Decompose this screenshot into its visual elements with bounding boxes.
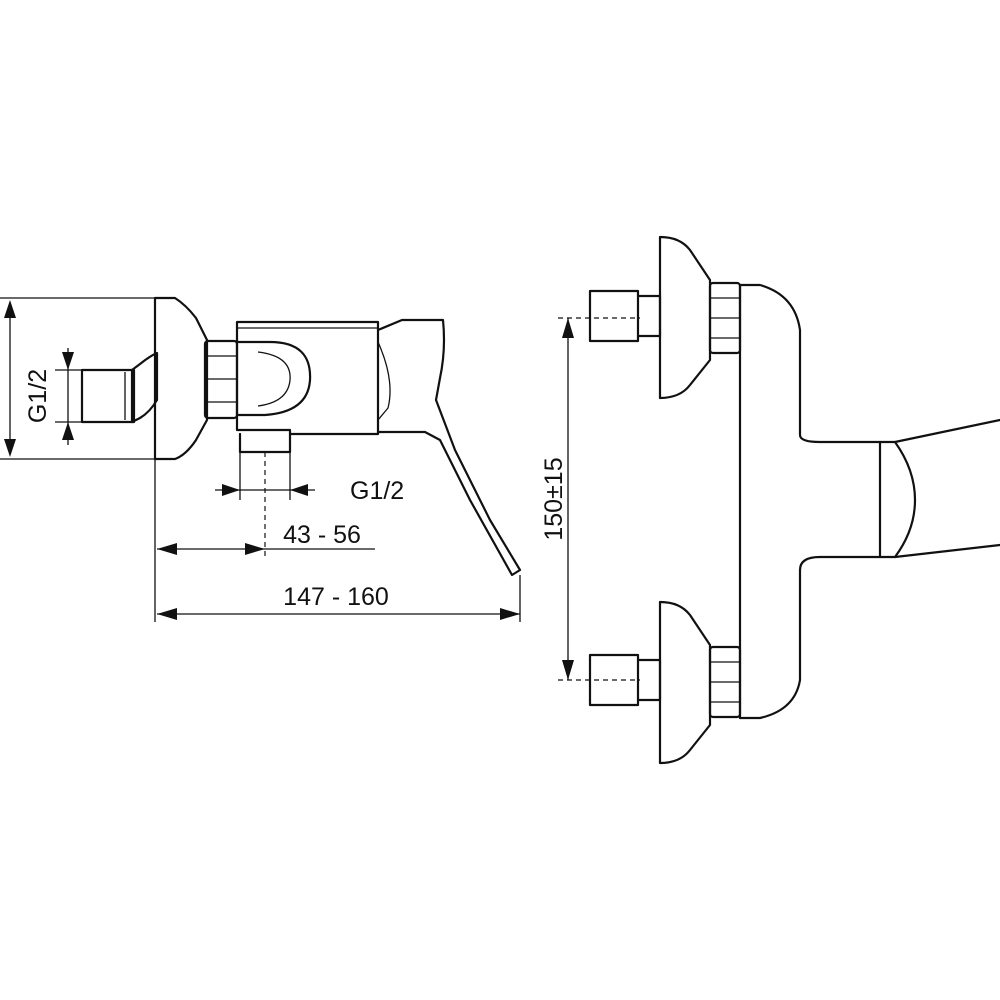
inlet-arrow-bottom (62, 422, 74, 440)
spacing-arrow-top (562, 318, 574, 338)
escutcheon (153, 296, 209, 461)
outlet-nipple (238, 432, 292, 454)
spacing-arrow-bottom (562, 660, 574, 680)
overall-depth-label: 147 - 160 (283, 583, 389, 611)
outlet-arrow-right (290, 484, 308, 496)
offset-arrow-right (245, 543, 265, 555)
s-union (130, 351, 159, 424)
upper-inlet-pipe (588, 289, 640, 343)
lever-top (893, 418, 1000, 559)
lower-s-union (636, 658, 662, 702)
depth-arrow-right (500, 608, 520, 620)
handle-cap (878, 440, 917, 559)
inlet-spacing-label: 150±15 (540, 457, 568, 540)
arrow-down (4, 439, 16, 457)
outlet-offset-label: 43 - 56 (283, 521, 361, 549)
cartridge-cap (235, 340, 312, 417)
upper-escutcheon (658, 235, 712, 400)
offset-arrow-left (157, 543, 177, 555)
lever-handle (376, 318, 522, 577)
inlet-arrow-top (62, 352, 74, 370)
lower-escutcheon (658, 600, 712, 765)
outlet-thread-label: G1/2 (350, 477, 404, 505)
mixer-body (235, 320, 380, 436)
cartridge-cap-inner (257, 351, 291, 407)
outlet-arrow-left (222, 484, 240, 496)
side-view: G1/2 G1/2 43 - 56 (0, 296, 522, 622)
arrow-up (4, 300, 16, 318)
upper-s-union (636, 294, 662, 338)
mixer-body-outline (738, 283, 882, 720)
inlet-pipe (80, 368, 136, 424)
depth-arrow-left (157, 608, 177, 620)
top-view: 150±15 (540, 235, 1000, 765)
side-inlet-thread-label: G1/2 (24, 369, 52, 423)
lever-base (377, 341, 391, 421)
